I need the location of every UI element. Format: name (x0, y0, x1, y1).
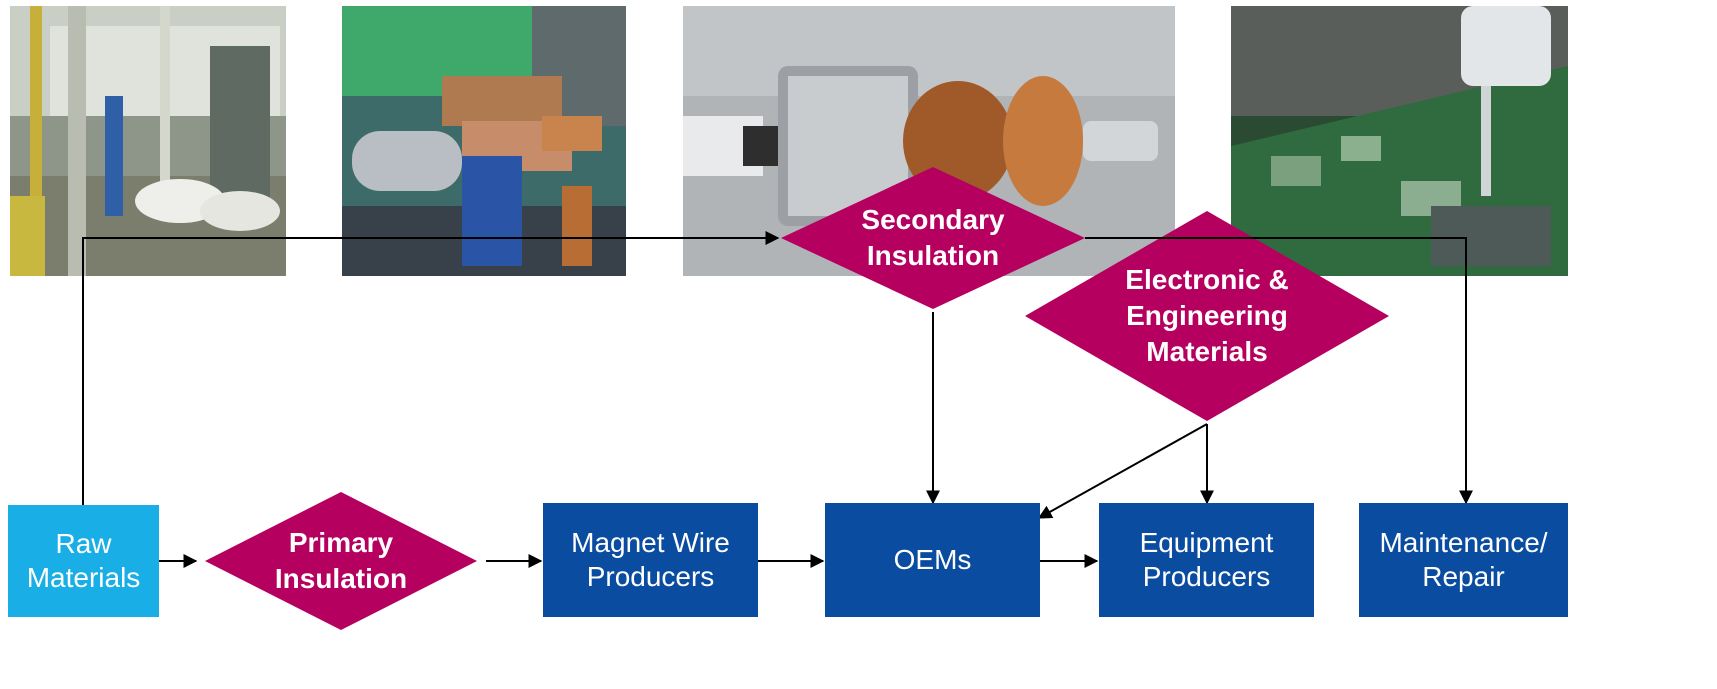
factory-photo (10, 6, 286, 276)
electronic-materials-line3: Materials (1146, 336, 1268, 367)
secondary-insulation-label: Secondary Insulation (813, 203, 1053, 273)
magnet-wire-producers-box: Magnet Wire Producers (543, 503, 758, 617)
electronic-materials-label: Electronic & Engineering Materials (1077, 262, 1337, 370)
secondary-insulation-line2: Insulation (866, 240, 1000, 271)
maintenance-repair-box: Maintenance/ Repair (1359, 503, 1568, 617)
oems-box: OEMs (825, 503, 1040, 617)
primary-insulation-line2: Insulation (274, 563, 408, 594)
primary-insulation-line1: Primary (288, 527, 394, 558)
equipment-label-line1: Equipment (1139, 527, 1274, 558)
secondary-insulation-diamond (781, 167, 1085, 309)
secondary-insulation-line1: Secondary (861, 204, 1005, 235)
wire-coating-photo (342, 6, 626, 276)
primary-insulation-diamond (205, 492, 477, 630)
raw-materials-box: Raw Materials (8, 505, 159, 617)
equipment-producers-box: Equipment Producers (1099, 503, 1314, 617)
magnet-wire-label-line2: Producers (586, 561, 715, 592)
circuit-board-photo (1231, 6, 1568, 276)
magnet-wire-label-line1: Magnet Wire (571, 527, 730, 558)
maintenance-label-line2: Repair (1422, 561, 1505, 592)
arrow-secondary-to-maintenance (1085, 237, 1473, 505)
electronic-materials-diamond (1025, 211, 1389, 421)
maintenance-label-line1: Maintenance/ (1379, 527, 1548, 558)
primary-insulation-label: Primary Insulation (231, 526, 451, 596)
raw-materials-label-line1: Raw (55, 528, 112, 559)
armature-photo (683, 6, 1175, 276)
arrow-raw-to-secondary (82, 231, 780, 505)
equipment-label-line2: Producers (1142, 561, 1271, 592)
raw-materials-label-line2: Materials (26, 562, 141, 593)
oems-label: OEMs (893, 544, 972, 575)
electronic-materials-line2: Engineering (1126, 300, 1288, 331)
electronic-materials-line1: Electronic & (1125, 264, 1289, 295)
arrow-electronic-to-oems (1037, 423, 1208, 519)
